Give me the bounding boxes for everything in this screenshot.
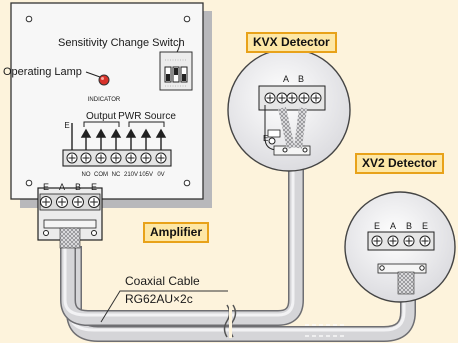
kvx-detector [227, 48, 351, 172]
pwr-source-label: PWR Source [118, 111, 176, 122]
terminal-screw-icon [95, 152, 107, 164]
xv2-terminal-label-1: A [390, 221, 396, 231]
terminal-screw-icon [298, 92, 310, 104]
terminal-screw-icon [419, 235, 431, 247]
terminal-screw-icon [276, 92, 288, 104]
operating-lamp [98, 74, 110, 86]
indicator-label: INDICATOR [88, 97, 121, 103]
switch-label: Sensitivity Change Switch [58, 37, 185, 49]
output-bracket [83, 121, 120, 127]
terminal-screw-icon [40, 196, 52, 208]
e-label: E [64, 121, 69, 130]
amplifier-label: Amplifier [143, 222, 210, 243]
terminal-screw-icon [155, 152, 167, 164]
terminal-screw-icon [66, 152, 78, 164]
terminal-screw-icon [125, 152, 137, 164]
terminal-screw-icon [310, 92, 322, 104]
terminal-screw-icon [387, 235, 399, 247]
amp-terminal-label-5: 0V [157, 172, 164, 178]
pwr-bracket [128, 121, 165, 127]
amp-terminal-label-0: NO [82, 172, 91, 178]
switch-leader [176, 39, 181, 53]
dip-switch[interactable] [159, 51, 193, 91]
screw-icon [25, 179, 33, 187]
screw-icon [183, 15, 191, 23]
cable-name: Coaxial Cable [125, 274, 200, 288]
xv2-detector-label: XV2 Detector [355, 153, 444, 174]
amp-bottom-label-0: E [43, 182, 49, 192]
terminal-screw-icon [264, 92, 276, 104]
terminal-screw-icon [371, 235, 383, 247]
amplifier-terminal-block [62, 149, 172, 167]
xv2-terminal-label-0: E [374, 221, 380, 231]
xv2-terminal-label-2: B [406, 221, 412, 231]
cable-break-mark [223, 304, 237, 338]
amp-terminal-label-4: 105V [139, 172, 153, 178]
cable-spec: RG62AU×2c [125, 292, 193, 306]
cable-leader-line [100, 290, 228, 323]
screw-icon [183, 179, 191, 187]
terminal-arrows [71, 123, 167, 150]
terminal-screw-icon [403, 235, 415, 247]
amp-terminal-label-3: 210V [124, 172, 138, 178]
terminal-screw-icon [286, 92, 298, 104]
terminal-screw-icon [80, 152, 92, 164]
lamp-leader [85, 71, 101, 78]
lamp-label: Operating Lamp [3, 66, 82, 78]
cable-amplifier-to-kvx [60, 162, 304, 326]
amp-terminal-label-1: COM [94, 172, 108, 178]
xv2-detector [344, 191, 456, 303]
terminal-screw-icon [110, 152, 122, 164]
terminal-screw-icon [72, 196, 84, 208]
terminal-screw-icon [56, 196, 68, 208]
output-label: Output [86, 111, 116, 122]
kvx-terminal-label-0: A [283, 74, 289, 84]
kvx-terminal-label-1: B [298, 74, 304, 84]
kvx-e-label: E [263, 134, 268, 143]
screw-icon [25, 15, 33, 23]
amp-bottom-label-2: B [75, 182, 81, 192]
amplifier-unit [10, 2, 212, 208]
amp-terminal-label-2: NC [112, 172, 121, 178]
kvx-detector-label: KVX Detector [246, 32, 337, 53]
amp-bottom-label-1: A [59, 182, 65, 192]
terminal-screw-icon [140, 152, 152, 164]
amp-bottom-label-3: E [91, 182, 97, 192]
amplifier-cable-terminal [37, 187, 103, 249]
xv2-terminal-label-3: E [422, 221, 428, 231]
terminal-screw-icon [88, 196, 100, 208]
